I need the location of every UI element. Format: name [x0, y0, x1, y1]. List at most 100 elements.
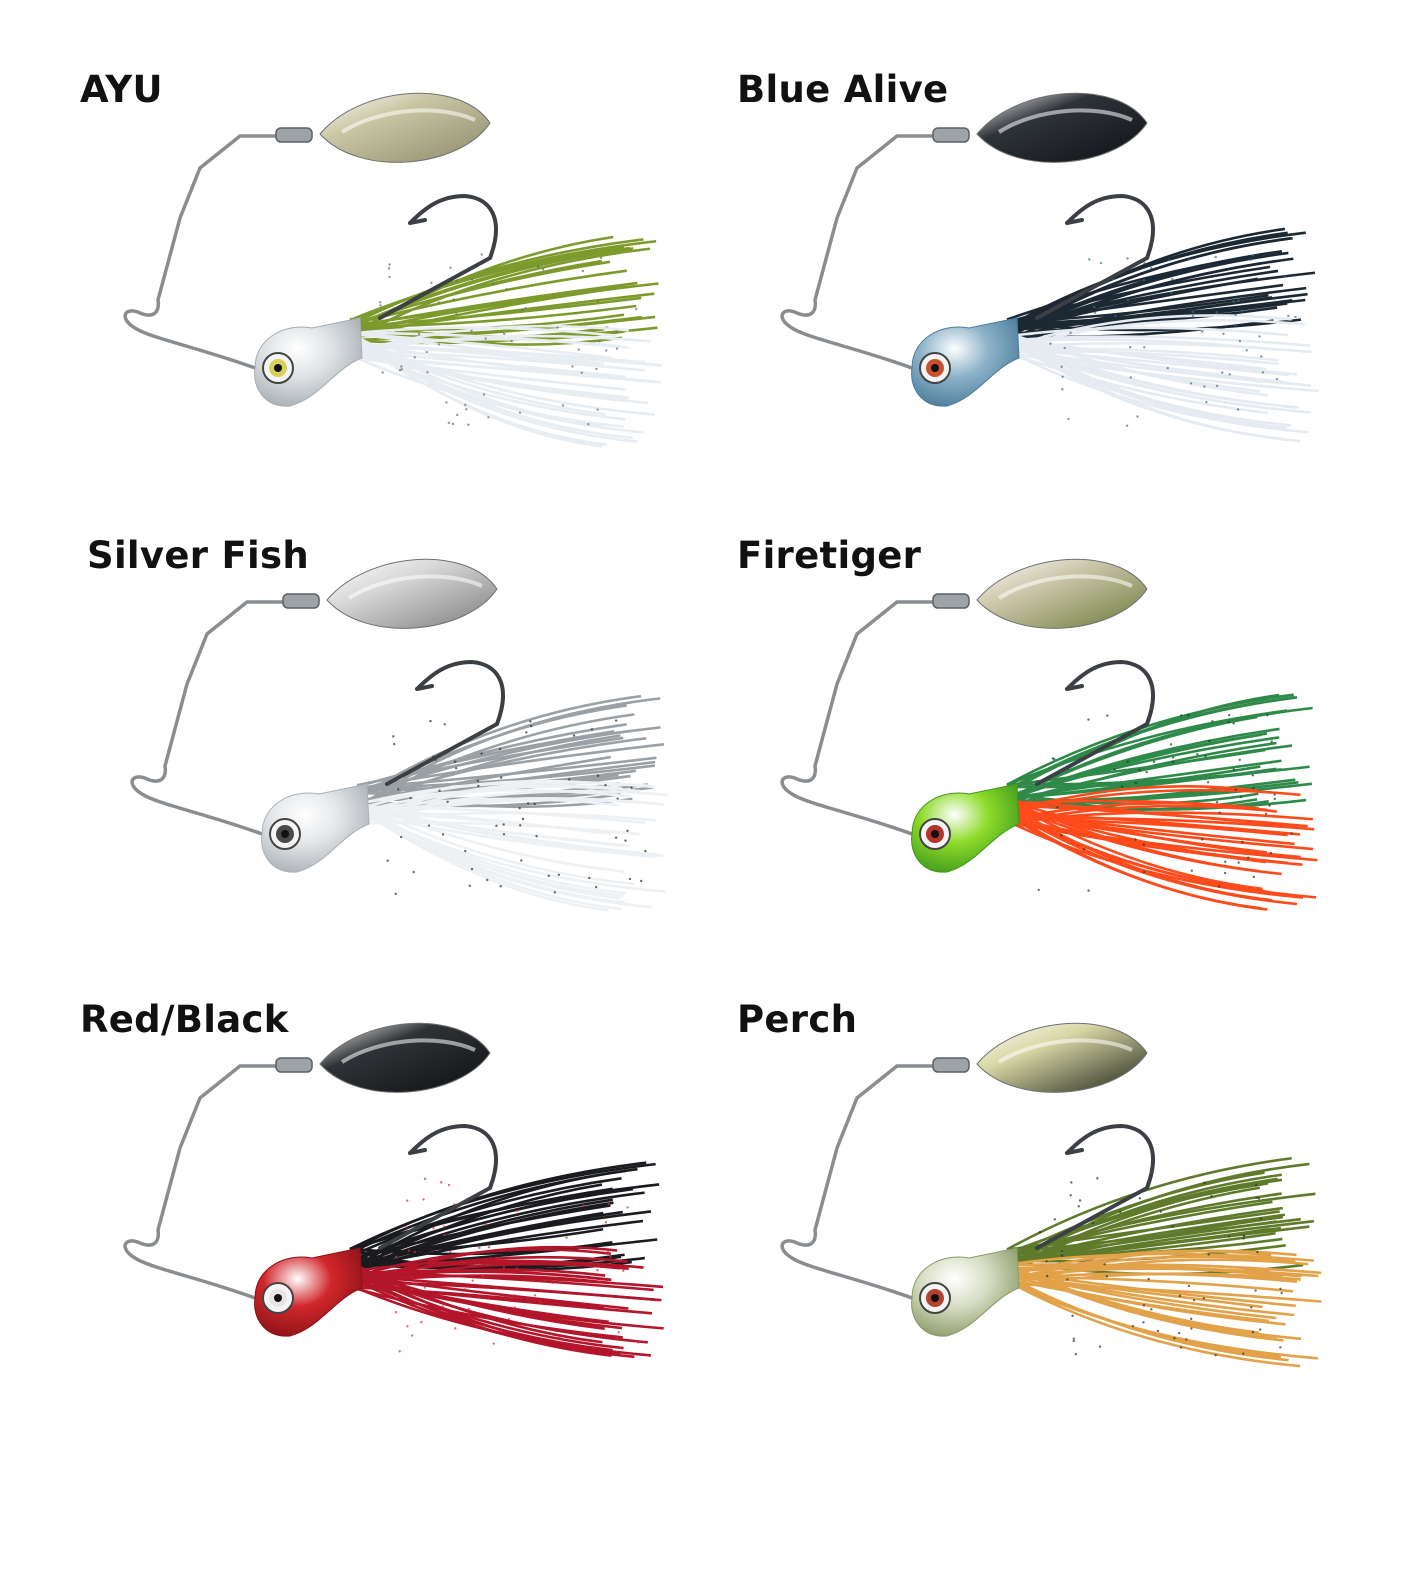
skirt-speckle — [502, 332, 506, 336]
skirt-speckle — [1206, 781, 1210, 784]
skirt-speckle — [615, 330, 618, 333]
silicone-skirt — [356, 694, 669, 912]
skirt-speckle — [596, 408, 599, 411]
skirt-speckle — [484, 1223, 487, 1226]
swivel — [275, 1057, 313, 1073]
skirt-speckle — [400, 368, 404, 371]
skirt-strand-lower — [351, 332, 604, 366]
skirt-speckle — [1060, 1254, 1064, 1257]
skirt-speckle — [1254, 1289, 1257, 1292]
skirt-speckle — [1211, 720, 1214, 723]
skirt-strand-upper — [356, 729, 632, 798]
lure-image — [123, 1022, 664, 1359]
skirt-strand-lower — [1008, 799, 1296, 828]
skirt-speckle — [529, 720, 532, 723]
lure-image — [123, 92, 663, 448]
skirt-strand-lower — [351, 332, 603, 428]
skirt-strand-lower — [358, 781, 651, 821]
skirt-speckle — [1106, 714, 1109, 717]
skirt-speckle — [1067, 417, 1070, 421]
skirt-speckle — [395, 1255, 398, 1258]
skirt-speckle — [1074, 1352, 1078, 1356]
skirt-speckle — [465, 408, 468, 411]
skirt-speckle — [1156, 1329, 1160, 1333]
skirt-speckle — [1190, 869, 1193, 872]
skirt-speckle — [1070, 1181, 1073, 1184]
skirt-strand-lower — [1008, 338, 1278, 352]
skirt-speckle — [1256, 1250, 1259, 1254]
skirt-speckle — [1092, 305, 1096, 309]
skirt-speckle — [1255, 1196, 1258, 1200]
skirt-strand-lower — [1008, 1280, 1301, 1368]
skirt-speckle — [1192, 1298, 1196, 1302]
skirt-strand-lower — [1008, 1272, 1301, 1290]
skirt-speckle — [1214, 1353, 1217, 1357]
skirt-speckle — [388, 275, 391, 279]
skirt-speckle — [1152, 760, 1156, 764]
hook — [378, 193, 498, 320]
skirt-speckle — [468, 884, 471, 888]
swivel — [932, 1057, 970, 1073]
skirt-speckle — [637, 1341, 640, 1344]
skirt-speckle — [1129, 376, 1132, 379]
skirt-strand-lower — [358, 807, 666, 893]
skirt-speckle — [639, 879, 643, 883]
skirt-speckle — [1051, 757, 1055, 760]
skirt-speckle — [1221, 371, 1224, 374]
skirt-speckle — [507, 1318, 511, 1321]
hook — [1035, 659, 1155, 786]
skirt-speckle — [518, 411, 522, 414]
skirt-speckle — [487, 1245, 491, 1249]
skirt-speckle — [427, 824, 431, 827]
skirt-strand-lower — [1008, 1283, 1322, 1303]
skirt-speckle — [443, 1225, 446, 1228]
skirt-strand-lower — [351, 337, 621, 350]
skirt-speckle — [394, 1269, 398, 1272]
skirt-speckle — [455, 312, 458, 316]
skirt-speckle — [410, 1305, 414, 1309]
skirt-speckle — [1063, 346, 1066, 350]
skirt-strand-lower — [1008, 1258, 1309, 1287]
skirt-speckle — [452, 298, 455, 301]
skirt-speckle — [1078, 1199, 1082, 1202]
lure-card-ayu: AYU — [80, 68, 720, 528]
skirt-speckle — [464, 849, 467, 853]
skirt-speckle — [449, 1250, 452, 1254]
skirt-speckle — [1103, 1263, 1106, 1266]
skirt-speckle — [1204, 755, 1207, 758]
skirt-speckle — [425, 350, 428, 354]
skirt-strand-lower — [1008, 350, 1309, 434]
hook — [1035, 193, 1155, 320]
skirt-speckle — [1260, 355, 1263, 358]
skirt-speckle — [480, 253, 483, 256]
skirt-speckle — [553, 891, 557, 894]
skirt-speckle — [453, 760, 457, 763]
silicone-skirt — [349, 235, 663, 448]
skirt-speckle — [1238, 339, 1242, 343]
skirt-speckle — [1126, 298, 1130, 302]
skirt-strand-upper — [1006, 733, 1263, 801]
skirt-strand-lower — [1008, 1280, 1319, 1360]
skirt-speckle — [437, 343, 441, 346]
skirt-speckle — [513, 1294, 516, 1297]
skirt-speckle — [1224, 860, 1227, 863]
skirt-strand-upper — [349, 247, 651, 342]
skirt-speckle — [1072, 1337, 1076, 1340]
skirt-speckle — [1252, 786, 1255, 790]
skirt-speckle — [1189, 382, 1193, 385]
skirt-speckle — [1046, 1274, 1049, 1278]
silicone-skirt — [1006, 227, 1319, 443]
skirt-speckle — [410, 1288, 413, 1291]
skirt-speckle — [541, 268, 545, 271]
skirt-speckle — [1180, 1346, 1183, 1349]
skirt-speckle — [432, 1227, 435, 1230]
skirt-strand-lower — [351, 354, 624, 428]
skirt-speckle — [454, 767, 458, 770]
skirt-speckle — [1257, 1197, 1261, 1200]
skirt-strand-lower — [358, 821, 641, 836]
skirt-speckle — [580, 371, 583, 374]
skirt-speckle — [505, 288, 508, 291]
skirt-speckle — [1273, 797, 1276, 801]
skirt-speckle — [1060, 834, 1063, 837]
skirt-speckle — [1143, 346, 1146, 349]
